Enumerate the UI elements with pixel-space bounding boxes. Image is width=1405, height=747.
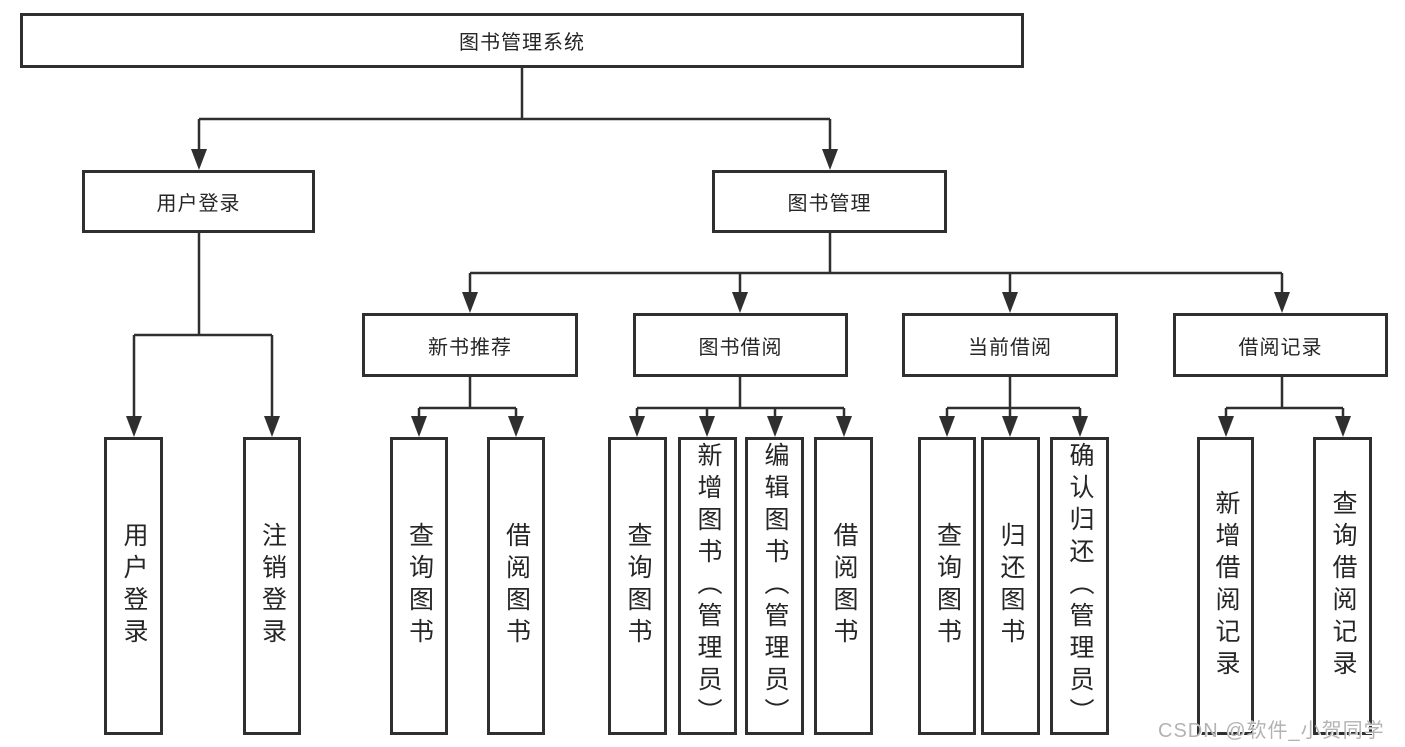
node-root-label: 图书管理系统: [459, 32, 585, 54]
node-borrowing-records-label: 借阅记录: [1238, 336, 1323, 359]
leaf-query-books-borrowing-label: 查询图书: [624, 522, 652, 650]
leaf-edit-book-admin: 编辑图书（管理员）: [745, 437, 804, 735]
leaf-borrow-books-recommend: 借阅图书: [487, 437, 545, 735]
leaf-logout-label: 注销登录: [258, 522, 287, 650]
node-book-management: 图书管理: [712, 170, 947, 233]
leaf-query-books-recommend-label: 查询图书: [405, 522, 434, 650]
leaf-query-borrow-record-label: 查询借阅记录: [1329, 490, 1357, 682]
arrowheads: [126, 149, 1351, 437]
node-book-management-label: 图书管理: [787, 193, 872, 215]
leaf-borrow-books-borrowing: 借阅图书: [814, 437, 873, 735]
leaf-borrow-books-borrowing-label: 借阅图书: [830, 522, 858, 650]
leaf-query-books-current: 查询图书: [918, 437, 976, 735]
leaf-return-books-label: 归还图书: [997, 522, 1025, 650]
leaf-user-login: 用户登录: [104, 437, 163, 735]
node-book-borrowing: 图书借阅: [633, 313, 848, 377]
leaf-add-borrow-record-label: 新增借阅记录: [1212, 490, 1240, 682]
leaf-query-books-current-label: 查询图书: [933, 522, 962, 650]
leaf-edit-book-admin-label: 编辑图书（管理员）: [761, 442, 789, 730]
leaf-add-book-admin: 新增图书（管理员）: [678, 437, 737, 735]
leaf-confirm-return-admin: 确认归还（管理员）: [1050, 437, 1109, 735]
node-new-book-recommend: 新书推荐: [362, 313, 578, 377]
leaf-logout: 注销登录: [243, 437, 301, 735]
node-user-login: 用户登录: [82, 170, 315, 233]
node-borrowing-records: 借阅记录: [1173, 313, 1388, 377]
leaf-borrow-books-recommend-label: 借阅图书: [502, 522, 531, 650]
node-current-borrowing: 当前借阅: [902, 313, 1118, 377]
node-new-book-recommend-label: 新书推荐: [428, 336, 512, 359]
node-book-borrowing-label: 图书借阅: [698, 336, 783, 359]
leaf-return-books: 归还图书: [981, 437, 1040, 735]
leaf-query-borrow-record: 查询借阅记录: [1313, 437, 1372, 735]
leaf-add-book-admin-label: 新增图书（管理员）: [694, 442, 722, 730]
leaf-add-borrow-record: 新增借阅记录: [1197, 437, 1254, 735]
node-root-system: 图书管理系统: [20, 13, 1024, 68]
node-current-borrowing-label: 当前借阅: [968, 336, 1052, 359]
leaf-user-login-label: 用户登录: [120, 522, 148, 650]
leaf-query-books-recommend: 查询图书: [390, 437, 448, 735]
csdn-watermark: CSDN @软件_小贺同学: [1158, 720, 1385, 742]
leaf-query-books-borrowing: 查询图书: [608, 437, 667, 735]
node-user-login-label: 用户登录: [156, 193, 241, 215]
leaf-confirm-return-admin-label: 确认归还（管理员）: [1066, 442, 1094, 730]
